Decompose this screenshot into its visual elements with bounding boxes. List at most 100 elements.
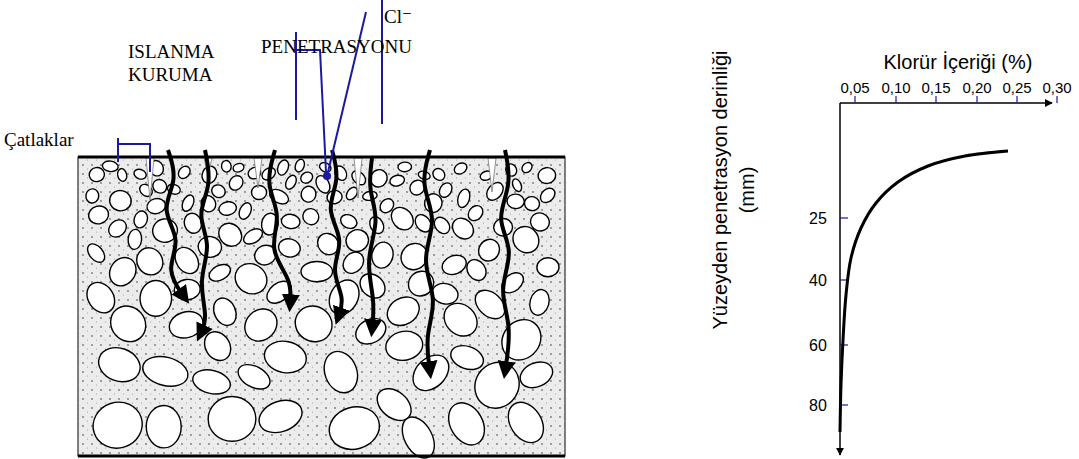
aggregate bbox=[81, 277, 120, 318]
y-tick-label: 60 bbox=[809, 336, 827, 355]
aggregate bbox=[139, 280, 172, 317]
chart-axes bbox=[840, 103, 1052, 455]
aggregate bbox=[516, 357, 557, 392]
aggregate bbox=[218, 200, 238, 216]
penetration-arrow bbox=[424, 150, 433, 372]
aggregate bbox=[494, 312, 549, 368]
aggregate bbox=[520, 161, 534, 175]
penetration-arrow bbox=[167, 150, 185, 298]
aggregate bbox=[234, 360, 274, 394]
x-tick bbox=[976, 96, 977, 103]
x-tick bbox=[1016, 96, 1017, 103]
aggregate bbox=[232, 162, 245, 173]
aggregate bbox=[537, 258, 559, 277]
aggregates bbox=[81, 158, 559, 459]
aggregate bbox=[338, 212, 359, 231]
aggregate bbox=[342, 226, 372, 255]
aggregate bbox=[324, 401, 384, 455]
aggregate bbox=[339, 248, 368, 278]
aggregate bbox=[262, 338, 309, 377]
aggregate bbox=[176, 164, 193, 181]
x-tick bbox=[895, 96, 896, 103]
aggregate bbox=[389, 174, 406, 188]
aggregate bbox=[190, 366, 233, 397]
aggregate bbox=[431, 214, 453, 236]
penetration-arrow bbox=[331, 150, 342, 318]
aggregate bbox=[227, 173, 246, 193]
aggregate bbox=[94, 342, 145, 387]
aggregate bbox=[527, 287, 552, 317]
aggregate bbox=[237, 201, 254, 221]
aggregate bbox=[430, 166, 447, 183]
aggregate bbox=[301, 261, 333, 282]
aggregate bbox=[229, 258, 272, 300]
crack bbox=[254, 158, 262, 188]
aggregate bbox=[238, 302, 283, 347]
aggregate bbox=[377, 196, 396, 216]
aggregate bbox=[501, 396, 551, 449]
aggregate bbox=[452, 161, 469, 177]
chloride-profile-curve bbox=[840, 151, 1008, 432]
chloride-label: Cl⁻ PENETRASYONU bbox=[240, 2, 412, 62]
x-axis-title: Klorür İçeriği (%) bbox=[884, 50, 1033, 74]
x-tick bbox=[854, 96, 855, 103]
aggregate bbox=[463, 256, 490, 284]
wet-dry-label: ISLANMA KURUMA bbox=[128, 40, 218, 86]
aggregate bbox=[383, 328, 425, 363]
aggregate bbox=[87, 396, 148, 455]
penetration-arrow bbox=[369, 158, 376, 330]
aggregate bbox=[116, 168, 127, 182]
aggregate bbox=[84, 241, 108, 266]
aggregate bbox=[133, 168, 148, 181]
aggregate bbox=[280, 213, 301, 230]
aggregate bbox=[140, 352, 192, 391]
aggregate bbox=[197, 235, 223, 258]
aggregate bbox=[447, 341, 486, 373]
aggregate bbox=[299, 170, 315, 186]
aggregate bbox=[85, 188, 100, 204]
penetration-arrow bbox=[501, 150, 509, 372]
aggregate bbox=[283, 174, 298, 191]
aggregate bbox=[221, 160, 232, 173]
x-tick-label: 0,30 bbox=[1042, 79, 1071, 97]
penetration-arrow bbox=[269, 150, 290, 305]
aggregate bbox=[439, 252, 469, 278]
aggregate bbox=[199, 327, 236, 366]
x-tick-label: 0,20 bbox=[962, 79, 991, 97]
aggregate bbox=[299, 185, 317, 204]
aggregate bbox=[102, 160, 119, 172]
leader-lines bbox=[118, 0, 382, 172]
y-tick-label: 25 bbox=[809, 209, 827, 228]
x-tick bbox=[1056, 96, 1057, 103]
aggregate bbox=[511, 177, 524, 192]
aggregate bbox=[323, 275, 365, 320]
bottom-surface bbox=[78, 455, 565, 458]
aggregate bbox=[538, 185, 558, 205]
penetration-arrow bbox=[200, 150, 209, 335]
penetration-point bbox=[323, 172, 331, 180]
aggregate bbox=[206, 261, 233, 285]
aggregate bbox=[465, 203, 486, 224]
aggregate bbox=[150, 177, 169, 196]
x-tick-label: 0,10 bbox=[881, 79, 910, 97]
aggregate bbox=[132, 209, 150, 229]
aggregate bbox=[507, 193, 525, 209]
y-tick-label: 80 bbox=[809, 396, 827, 415]
x-tick-label: 0,25 bbox=[1002, 79, 1031, 97]
concrete-section bbox=[78, 157, 565, 456]
cracks bbox=[146, 158, 496, 200]
y-axis-title: Yüzeyden penetrasyon derinliği (mm) bbox=[707, 25, 761, 355]
aggregate bbox=[146, 405, 181, 448]
aggregate bbox=[528, 210, 552, 233]
crack bbox=[488, 158, 496, 192]
aggregate bbox=[294, 158, 307, 173]
aggregate bbox=[254, 395, 306, 439]
aggregate bbox=[277, 237, 302, 260]
aggregate bbox=[396, 412, 441, 459]
aggregate bbox=[127, 229, 142, 250]
aggregate bbox=[145, 197, 167, 216]
aggregate bbox=[107, 188, 133, 213]
aggregate bbox=[276, 158, 291, 176]
x-tick-label: 0,15 bbox=[921, 79, 950, 97]
aggregate bbox=[382, 291, 424, 331]
